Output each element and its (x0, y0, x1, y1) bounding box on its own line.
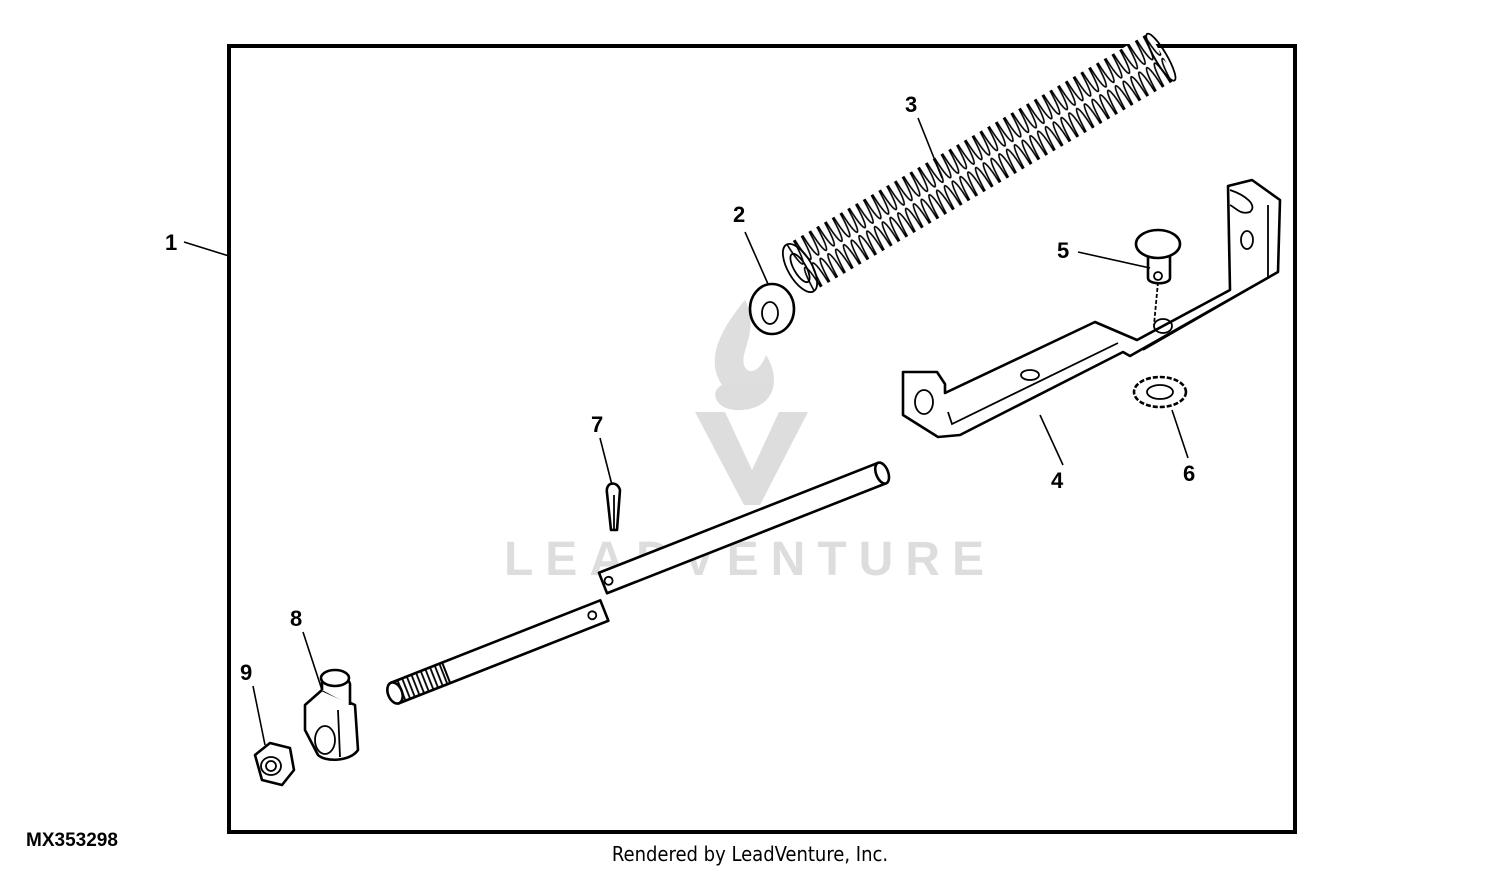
callout-2: 2 (733, 202, 745, 227)
part-8-clevis (303, 668, 360, 761)
watermark-v-icon (695, 412, 808, 505)
part-2-washer (748, 282, 796, 336)
callout-9: 9 (240, 660, 252, 685)
watermark-flame-icon (714, 300, 774, 411)
part-4-bracket (901, 178, 1282, 439)
leader-lines (183, 117, 1189, 746)
diagram-frame (227, 44, 1297, 834)
part-5-pin (1134, 228, 1182, 326)
callouts: 1 2 3 4 5 6 7 8 9 (165, 92, 1195, 685)
callout-7: 7 (591, 412, 603, 437)
callout-8: 8 (290, 606, 302, 631)
part-7-cotter-pin (605, 482, 622, 532)
callout-3: 3 (905, 92, 917, 117)
callout-1: 1 (165, 230, 177, 255)
credit-text: Rendered by LeadVenture, Inc. (611, 842, 889, 866)
part-6-lock-washer (1132, 375, 1188, 409)
figure-id: MX353298 (26, 830, 118, 851)
callout-4: 4 (1051, 468, 1064, 493)
rod (386, 461, 891, 705)
callout-6: 6 (1183, 461, 1195, 486)
watermark-text: LEADVENTURE (504, 533, 996, 586)
part-9-nut (253, 741, 296, 787)
part-3-spring (781, 32, 1177, 293)
callout-5: 5 (1057, 238, 1069, 263)
watermark: LEADVENTURE (504, 300, 996, 586)
